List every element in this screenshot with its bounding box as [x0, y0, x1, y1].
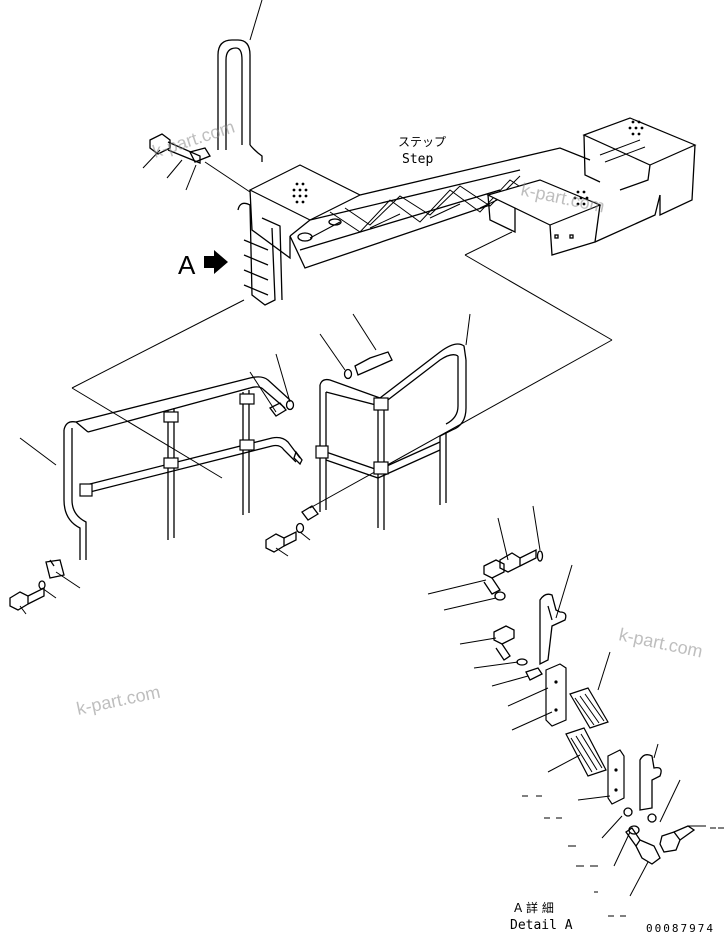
hole-pattern-right	[573, 190, 589, 206]
watermark: k-part.com	[75, 682, 162, 719]
watermark: k-part.com	[617, 624, 704, 661]
detail-a-assembly	[427, 505, 706, 897]
view-letter: A	[178, 250, 196, 280]
step-label-jp: ステップ	[398, 135, 446, 149]
detail-label-en: Detail A	[510, 918, 573, 933]
step-frame	[248, 117, 697, 269]
right-arrow-icon	[204, 250, 228, 274]
view-arrow-a: A	[178, 250, 228, 280]
drawing-code: 00087974	[646, 922, 715, 935]
step-label-en: Step	[402, 152, 433, 167]
dash-marks	[522, 795, 724, 917]
railing-assembly	[9, 376, 303, 615]
mid-fasteners	[249, 313, 393, 557]
railing-right	[315, 313, 471, 530]
detail-label-jp: A 詳 細	[514, 900, 554, 915]
top-bolt-group	[142, 133, 251, 193]
hole-pattern-left	[292, 182, 308, 204]
watermark: k-part.com	[150, 117, 237, 162]
hole-pattern-back	[628, 120, 644, 136]
step-ladder	[237, 202, 283, 306]
top-handrail	[217, 0, 263, 162]
